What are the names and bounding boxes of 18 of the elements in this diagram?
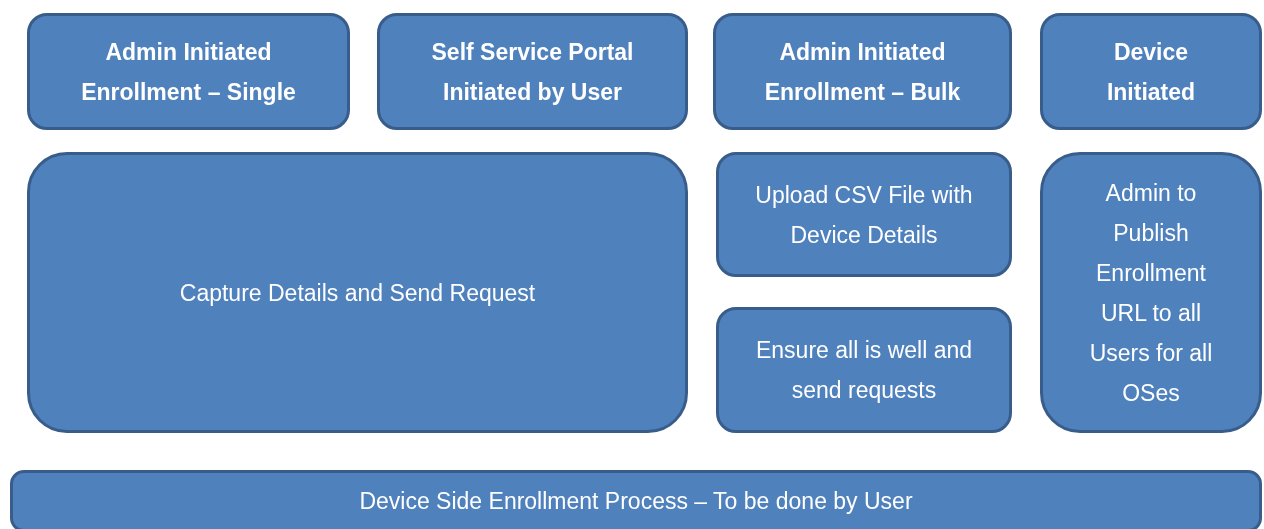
process-box <box>716 307 1012 433</box>
process-box <box>377 13 688 130</box>
box-label: Device Side Enrollment Process – To be done by User <box>359 487 913 516</box>
box-label: Admin Initiated Enrollment – Bulk <box>763 37 962 107</box>
process-box <box>713 13 1012 130</box>
box-label: Ensure all is well and send requests <box>754 336 974 405</box>
box-label: Device Initiated <box>1105 37 1197 107</box>
process-box <box>27 13 350 130</box>
box-label: Upload CSV File with Device Details <box>754 180 974 250</box>
box-label: Capture Details and Send Request <box>179 278 536 308</box>
box-label: Self Service Portal Initiated by User <box>430 37 635 107</box>
process-box <box>1040 152 1262 433</box>
process-box <box>10 470 1262 529</box>
process-box <box>716 152 1012 277</box>
box-label: Admin Initiated Enrollment – Single <box>80 37 297 107</box>
box-label: Admin to Publish Enrollment URL to all Users for all OSes <box>1088 178 1214 408</box>
process-box <box>27 152 688 433</box>
process-box <box>1040 13 1262 130</box>
